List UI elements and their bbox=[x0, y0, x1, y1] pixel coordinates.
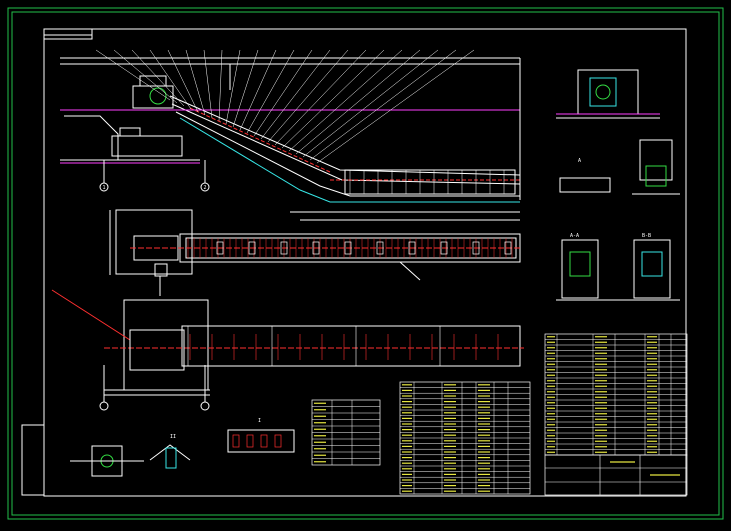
revision-stamp-column bbox=[21, 424, 45, 496]
detail-2-label: II bbox=[170, 434, 176, 440]
detail-views bbox=[70, 429, 295, 477]
support-plan-view bbox=[51, 289, 524, 411]
conveyor-elevation-view bbox=[60, 49, 521, 221]
conveyor-plan-view bbox=[109, 209, 522, 296]
detail-1-label: I bbox=[258, 418, 261, 424]
section-bb-label: B-B bbox=[642, 233, 651, 239]
grid-marker-2-label: 2 bbox=[203, 185, 206, 191]
section-views bbox=[556, 69, 680, 301]
title-block bbox=[544, 454, 688, 496]
view-a-label: A bbox=[578, 158, 581, 164]
grid-marker-1 bbox=[99, 182, 109, 192]
section-aa-label: A-A bbox=[570, 233, 579, 239]
grid-marker-1-label: 1 bbox=[102, 185, 105, 191]
specification-table bbox=[311, 399, 381, 466]
grid-marker-2 bbox=[200, 182, 210, 192]
sheet-frame bbox=[7, 7, 724, 520]
bill-of-materials-table bbox=[399, 381, 531, 495]
parts-list-table bbox=[544, 333, 688, 456]
